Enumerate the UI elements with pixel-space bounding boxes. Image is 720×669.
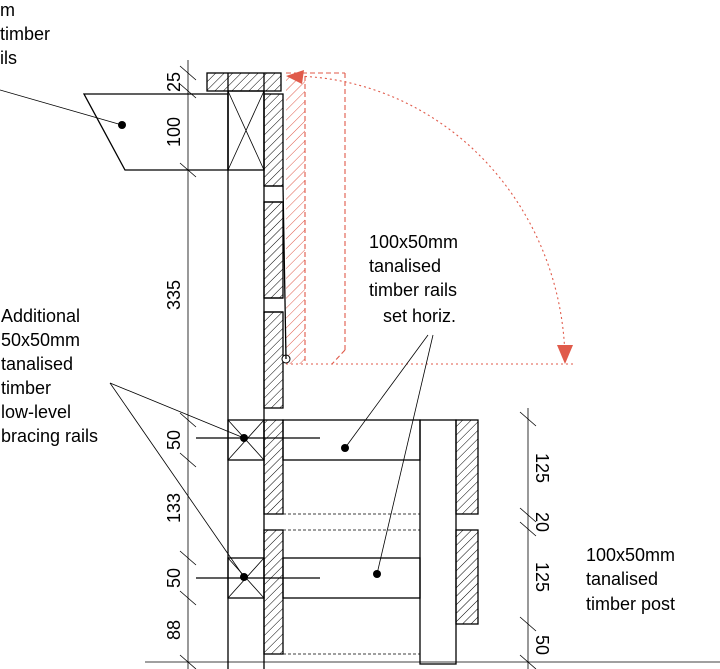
svg-text:100x50mm: 100x50mm (586, 545, 675, 565)
bracing-rail-lower (196, 557, 320, 599)
right-post (419, 419, 457, 665)
svg-text:tanalised: tanalised (1, 354, 73, 374)
timber-post-label: 100x50mm tanalised timber post (586, 545, 675, 614)
dim-right-125b: 125 (532, 562, 552, 592)
svg-text:set horiz.: set horiz. (383, 306, 456, 326)
horizontal-rail-upper (282, 419, 421, 461)
svg-text:timber: timber (1, 378, 51, 398)
svg-text:50x50mm: 50x50mm (1, 330, 80, 350)
svg-text:low-level: low-level (1, 402, 71, 422)
board-swing-indicator (281, 70, 575, 365)
svg-text:timber post: timber post (586, 594, 675, 614)
bracing-rail-upper (196, 419, 320, 461)
swing-arrow-bottom (557, 345, 573, 364)
svg-text:tanalised: tanalised (369, 256, 441, 276)
top-cap-board (206, 72, 282, 92)
dashed-guides (283, 513, 420, 655)
dim-right-20: 20 (532, 512, 552, 532)
swing-arrow-top (286, 70, 304, 84)
right-post-boards (455, 419, 479, 625)
top-left-label: m timber ils (0, 0, 50, 68)
svg-text:Additional: Additional (1, 306, 80, 326)
svg-text:100x50mm: 100x50mm (369, 232, 458, 252)
dim-left-25: 25 (164, 72, 184, 92)
svg-text:timber: timber (0, 24, 50, 44)
left-dimension-line (179, 60, 197, 669)
leader-lines (109, 334, 434, 578)
right-dimension-line (519, 408, 537, 669)
dim-right-50: 50 (532, 635, 552, 655)
dim-left-100: 100 (164, 117, 184, 147)
top-rail-section (82, 93, 229, 171)
dim-left-88: 88 (164, 620, 184, 640)
dim-left-50a: 50 (164, 430, 184, 450)
board-stack-lower (263, 419, 284, 655)
svg-text:ils: ils (0, 48, 17, 68)
bracing-rails-label: Additional 50x50mm tanalised timber low-… (1, 306, 98, 446)
horizontal-rails-label: 100x50mm tanalised timber rails set hori… (369, 232, 458, 326)
top-rail-block (227, 90, 265, 171)
svg-text:m: m (0, 0, 15, 20)
dim-right-125a: 125 (532, 453, 552, 483)
dim-left-50b: 50 (164, 568, 184, 588)
dim-left-335: 335 (164, 280, 184, 310)
top-label-leader (0, 89, 123, 126)
dim-left-133: 133 (164, 493, 184, 523)
svg-text:bracing rails: bracing rails (1, 426, 98, 446)
svg-text:tanalised: tanalised (586, 569, 658, 589)
board-stack-upper (263, 93, 284, 409)
svg-text:timber rails: timber rails (369, 280, 457, 300)
